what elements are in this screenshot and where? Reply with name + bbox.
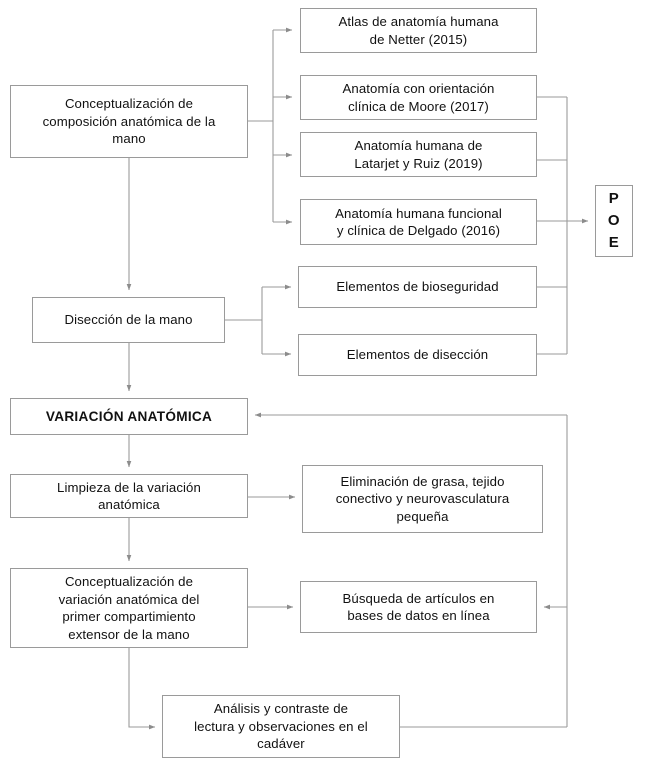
node-poe[interactable]: P O E xyxy=(595,185,633,257)
node-moore[interactable]: Anatomía con orientación clínica de Moor… xyxy=(300,75,537,120)
node-delgado[interactable]: Anatomía humana funcional y clínica de D… xyxy=(300,199,537,245)
node-latarjet[interactable]: Anatomía humana de Latarjet y Ruiz (2019… xyxy=(300,132,537,177)
node-diseccion-mano[interactable]: Disección de la mano xyxy=(32,297,225,343)
node-atlas-netter[interactable]: Atlas de anatomía humana de Netter (2015… xyxy=(300,8,537,53)
node-analisis-contraste[interactable]: Análisis y contraste de lectura y observ… xyxy=(162,695,400,758)
node-eliminacion-grasa[interactable]: Eliminación de grasa, tejido conectivo y… xyxy=(302,465,543,533)
node-limpieza-variacion[interactable]: Limpieza de la variación anatómica xyxy=(10,474,248,518)
node-elementos-diseccion[interactable]: Elementos de disección xyxy=(298,334,537,376)
node-conceptualizacion-variacion[interactable]: Conceptualización de variación anatómica… xyxy=(10,568,248,648)
wire-conceptvar-to-analisis xyxy=(128,648,156,730)
node-elementos-bioseguridad[interactable]: Elementos de bioseguridad xyxy=(298,266,537,308)
node-conceptualizacion-composicion[interactable]: Conceptualización de composición anatómi… xyxy=(10,85,248,158)
node-variacion-anatomica[interactable]: VARIACIÓN ANATÓMICA xyxy=(10,398,248,435)
node-busqueda-articulos[interactable]: Búsqueda de artículos en bases de datos … xyxy=(300,581,537,633)
